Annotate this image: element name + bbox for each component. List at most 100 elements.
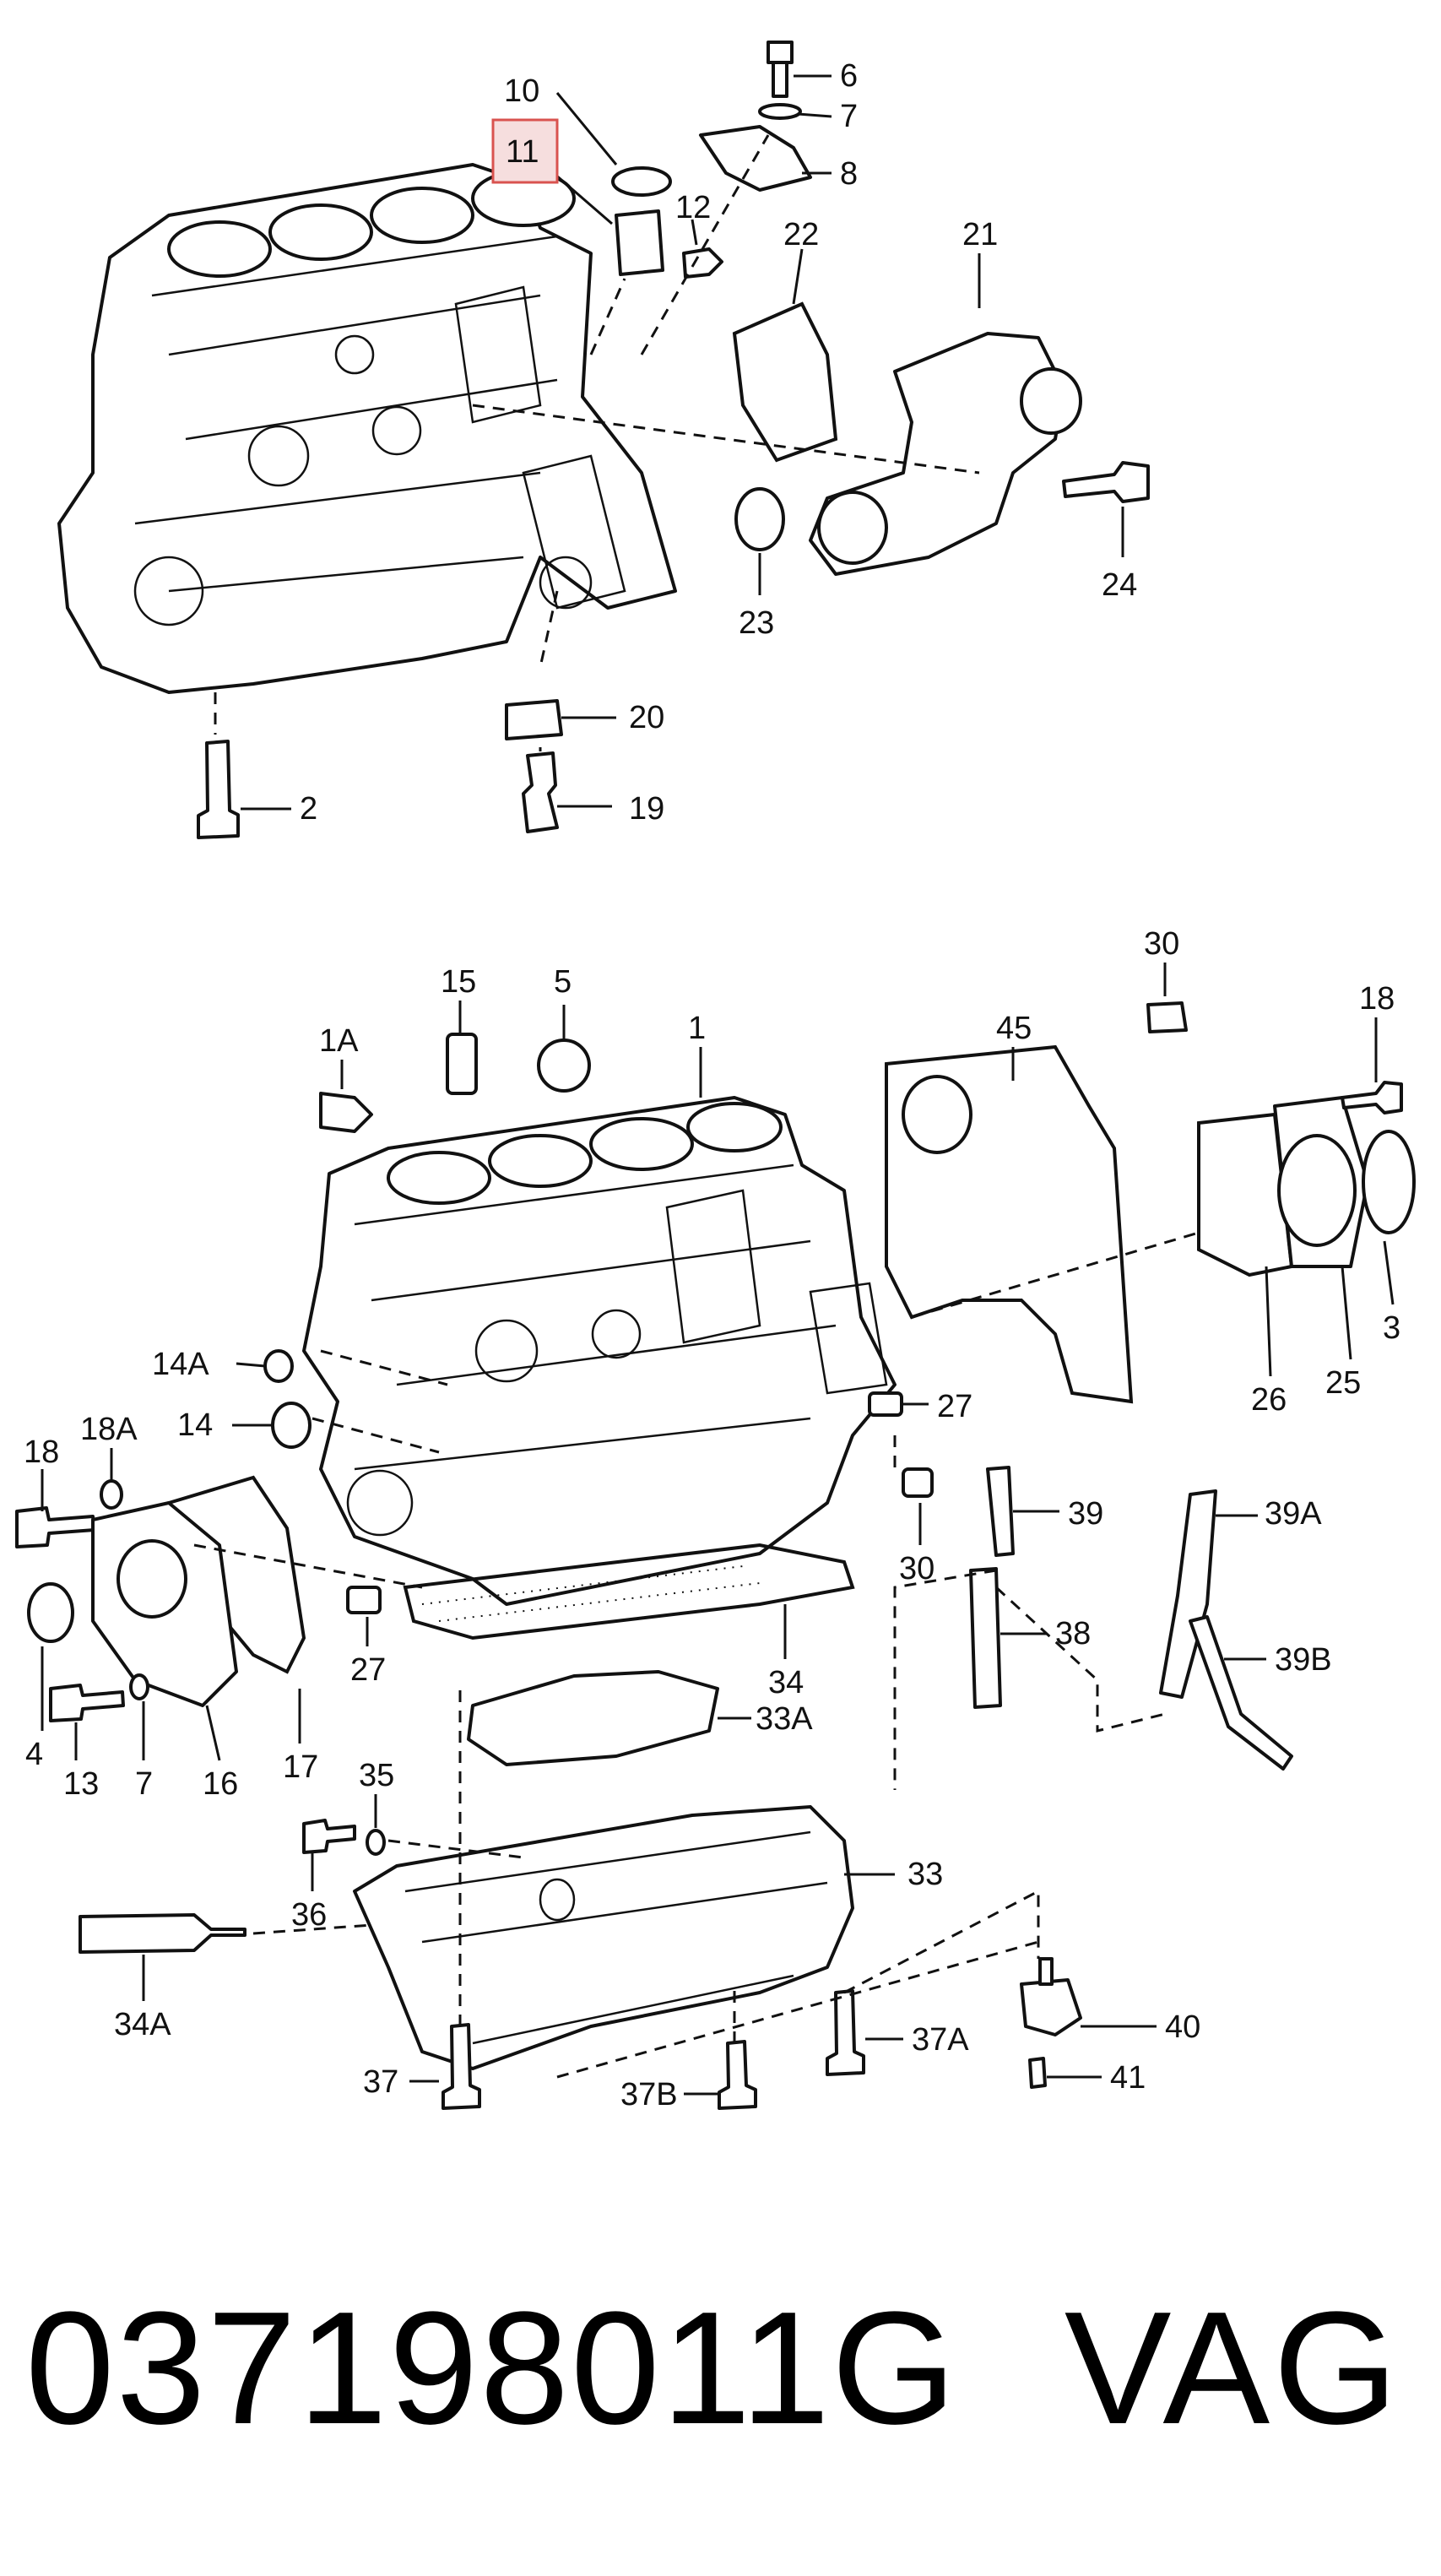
callout-2: 2 xyxy=(300,791,317,827)
callout-39: 39 xyxy=(1068,1496,1103,1532)
engine-block-bottom xyxy=(302,1096,897,1606)
bush-30-top xyxy=(1146,1001,1188,1033)
dipstick-tube-39 xyxy=(986,1466,1015,1557)
callout-18a: 18A xyxy=(80,1412,138,1447)
callout-19: 19 xyxy=(629,791,664,827)
parts-exploded-diagram: 10 11 6 7 8 12 22 21 24 23 20 2 19 xyxy=(15,41,1416,2112)
callout-14: 14 xyxy=(177,1407,213,1443)
callout-33: 33 xyxy=(907,1857,943,1892)
callout-18-left: 18 xyxy=(24,1434,59,1470)
cover-plate-45 xyxy=(885,1044,1134,1404)
pin-27-left xyxy=(346,1586,382,1614)
callout-3: 3 xyxy=(1383,1310,1400,1346)
callout-22: 22 xyxy=(783,217,819,252)
callout-37b: 37B xyxy=(620,2077,678,2112)
bolt-37a xyxy=(826,1989,865,2076)
callout-12: 12 xyxy=(675,190,711,225)
bolt-36 xyxy=(302,1819,356,1854)
callout-30-top: 30 xyxy=(1144,926,1179,962)
gasket-22 xyxy=(732,301,838,463)
oil-pan-33 xyxy=(353,1805,854,2070)
callout-1: 1 xyxy=(688,1011,706,1046)
tube-38 xyxy=(969,1567,1002,1709)
callout-30-mid: 30 xyxy=(899,1551,934,1586)
callout-27-left: 27 xyxy=(350,1652,386,1688)
washer-18a xyxy=(100,1479,123,1510)
callout-14a: 14A xyxy=(152,1347,209,1382)
callout-37: 37 xyxy=(363,2064,398,2100)
highlight-box xyxy=(491,118,559,184)
callout-11-highlighted: 11 xyxy=(506,134,539,170)
callout-37a: 37A xyxy=(912,2022,969,2058)
callout-1a: 1A xyxy=(319,1023,359,1059)
sealant-tube-34a xyxy=(79,1913,246,1954)
callout-10: 10 xyxy=(504,73,539,109)
callout-7: 7 xyxy=(840,99,858,134)
plug-14 xyxy=(271,1402,311,1449)
bolt-37b xyxy=(718,2040,757,2110)
callout-16: 16 xyxy=(203,1766,238,1802)
gasket-26 xyxy=(1197,1112,1294,1277)
seal-3 xyxy=(1362,1130,1416,1234)
callout-38: 38 xyxy=(1055,1616,1091,1651)
sensor-40 xyxy=(1020,1978,1082,2036)
plug-12 xyxy=(682,247,723,279)
washer-7-bottom xyxy=(129,1673,149,1700)
callout-13: 13 xyxy=(63,1766,99,1802)
callout-40: 40 xyxy=(1165,2009,1200,2045)
callout-8: 8 xyxy=(840,156,858,192)
bracket-20 xyxy=(505,699,563,740)
callout-41: 41 xyxy=(1110,2060,1146,2096)
bush-30-mid xyxy=(902,1467,934,1498)
callout-35: 35 xyxy=(359,1758,394,1793)
callout-36: 36 xyxy=(291,1897,327,1933)
callout-7-bottom: 7 xyxy=(135,1766,153,1802)
engine-block-top xyxy=(57,163,677,694)
callout-21: 21 xyxy=(962,217,998,252)
bolt-24 xyxy=(1062,461,1150,503)
callout-17: 17 xyxy=(283,1749,318,1785)
part-number: 037198011G xyxy=(25,2279,958,2458)
callout-18-right: 18 xyxy=(1359,981,1395,1017)
screw-41 xyxy=(1028,2057,1047,2089)
callout-39a: 39A xyxy=(1265,1496,1322,1532)
washer-35 xyxy=(366,1829,386,1856)
callout-33a: 33A xyxy=(756,1701,813,1737)
ring-10 xyxy=(611,166,672,197)
pin-1a xyxy=(319,1092,373,1133)
bolt-18-right xyxy=(1341,1081,1403,1114)
bolt-6 xyxy=(767,41,794,98)
callout-34: 34 xyxy=(768,1665,804,1700)
sleeve-11 xyxy=(615,209,664,276)
callout-4: 4 xyxy=(25,1737,43,1772)
callout-34a: 34A xyxy=(114,2007,171,2042)
washer-7 xyxy=(758,103,802,120)
bolt-37 xyxy=(442,2023,481,2110)
callout-25: 25 xyxy=(1325,1365,1361,1401)
seal-23 xyxy=(734,487,785,551)
callout-15: 15 xyxy=(441,964,476,1000)
callout-23: 23 xyxy=(739,605,774,641)
stud-19 xyxy=(522,751,559,833)
callout-24: 24 xyxy=(1102,567,1137,603)
callout-39b: 39B xyxy=(1275,1642,1332,1678)
bolt-18-left xyxy=(15,1506,96,1548)
callout-27-right: 27 xyxy=(937,1389,972,1424)
callout-20: 20 xyxy=(629,700,664,735)
sleeve-15 xyxy=(446,1033,478,1095)
baffle-33a xyxy=(467,1670,719,1766)
bolt-13 xyxy=(49,1684,125,1722)
callout-26: 26 xyxy=(1251,1382,1287,1418)
oil-pan-gasket-34 xyxy=(403,1543,855,1641)
bolt-2 xyxy=(197,740,240,839)
plug-14a xyxy=(263,1349,294,1383)
brand-name: VAG xyxy=(1064,2279,1401,2458)
callout-5: 5 xyxy=(554,964,572,1000)
tube-39a xyxy=(1159,1489,1217,1699)
callout-45: 45 xyxy=(996,1011,1032,1046)
callout-6: 6 xyxy=(840,58,858,94)
bracket-39b xyxy=(1189,1615,1293,1771)
pin-27-right xyxy=(868,1391,903,1417)
seal-4 xyxy=(27,1582,74,1643)
seal-5 xyxy=(537,1039,591,1093)
